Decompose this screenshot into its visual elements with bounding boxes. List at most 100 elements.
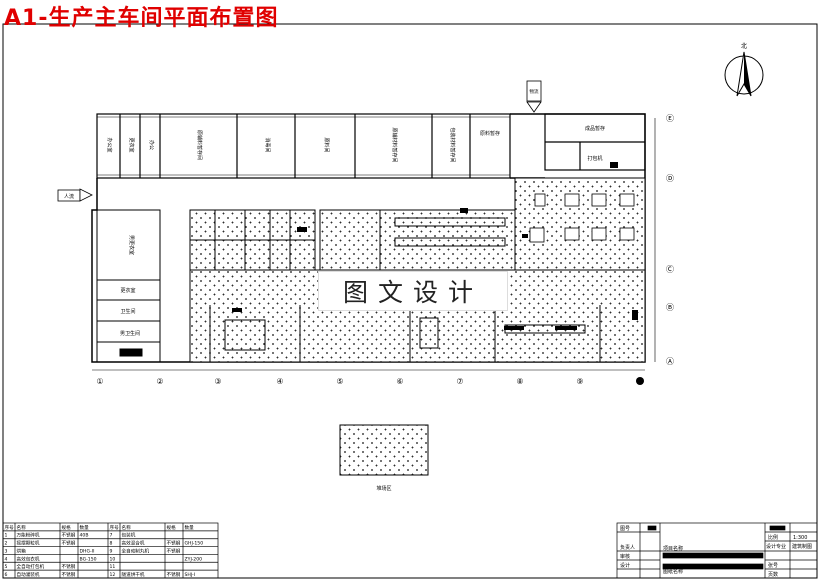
table-cell: 3	[5, 548, 8, 554]
left-room-labels: 更衣室 卫生间 男卫生间 男更衣室	[120, 235, 140, 337]
column-label-4: ④	[276, 377, 283, 386]
top-room-strip	[96, 113, 646, 179]
table-cell: 全自动打包机	[17, 563, 45, 570]
table-cell: SHJ-I	[185, 572, 196, 578]
table-cell: 不锈钢	[62, 571, 76, 578]
room-label-5: 消毒间	[264, 137, 271, 152]
table-cell: BG-150	[80, 556, 97, 562]
room-label-1: 办公室	[106, 137, 113, 152]
room-label-2: 更衣室	[128, 137, 135, 152]
table-cell: 40B	[80, 533, 89, 539]
tb-scale-label: 比例	[768, 534, 778, 541]
compass-north-label: 北	[741, 42, 747, 50]
equipment-squares	[529, 193, 635, 243]
table-header-cell: 序号	[110, 524, 120, 531]
tb-design-label: 设计	[620, 562, 630, 569]
north-compass: 北	[724, 42, 764, 97]
table-cell: 高效混合机	[122, 540, 145, 547]
room-label-6: 原料间	[323, 137, 330, 152]
table-header-cell: 数量	[80, 524, 90, 531]
table-cell: 5	[5, 564, 8, 570]
table-cell: 不锈钢	[62, 540, 76, 547]
table-cell: GHJ-150	[185, 541, 204, 547]
tb-project-label: 项目名称	[663, 545, 683, 552]
table-header-cell: 名称	[122, 524, 132, 531]
column-label-9: ⑨	[576, 377, 583, 386]
column-axis-labels: ① ② ③ ④ ⑤ ⑥ ⑦ ⑧ ⑨	[96, 377, 583, 386]
table-cell: 包装机	[122, 532, 136, 539]
table-cell: 全自动制丸机	[122, 547, 150, 554]
left-room-label-2: 卫生间	[120, 308, 135, 315]
row-label-1: Ⓔ	[666, 114, 674, 123]
grid-axes	[92, 118, 656, 371]
room-label-9: 原料暂存	[480, 130, 500, 137]
people-entrance: 人流	[57, 188, 93, 202]
top-room-labels: 办公室 更衣室 办公 原辅料暂存间 消毒间 原料间 原辅材料暂存间 包装材料暂存…	[106, 125, 605, 163]
column-label-1: ①	[96, 377, 103, 386]
column-label-6: ⑥	[396, 377, 403, 386]
table-cell: 不锈钢	[167, 540, 181, 547]
room-label-11: 打包机	[587, 155, 602, 162]
goods-entrance-label: 物流	[530, 88, 539, 95]
row-label-5: Ⓐ	[666, 357, 674, 366]
axis-end-marker	[636, 377, 644, 385]
table-cell: 1	[5, 533, 8, 539]
goods-entrance: 物流	[526, 80, 542, 113]
table-cell: 8	[110, 541, 113, 547]
table-cell: 不锈钢	[167, 571, 181, 578]
table-cell: 不锈钢	[62, 532, 76, 539]
table-header-cell: 规格	[167, 524, 177, 531]
tb-check-label: 审核	[620, 553, 630, 560]
table-cell: 10	[110, 556, 116, 562]
remote-area-label: 堆场区	[376, 485, 391, 492]
row-label-4: Ⓑ	[666, 303, 674, 312]
tb-sheet-label: 张号	[768, 562, 778, 569]
table-cell: 不锈钢	[62, 563, 76, 570]
left-room-label-4: 男更衣室	[128, 235, 135, 255]
row-label-2: Ⓓ	[666, 174, 674, 183]
table-cell: 4	[5, 556, 8, 562]
row-label-3: Ⓒ	[666, 265, 674, 274]
column-label-2: ②	[156, 377, 163, 386]
column-label-3: ③	[214, 377, 221, 386]
drawing-border	[2, 23, 818, 579]
table-cell: 隧道烘干机	[122, 571, 145, 578]
column-label-7: ⑦	[456, 377, 463, 386]
title-block	[616, 522, 818, 579]
watermark-banner: 图文设计	[318, 271, 508, 311]
table-cell: 不锈钢	[167, 547, 181, 554]
drawing-title: A1-生产主车间平面布置图	[4, 6, 279, 31]
table-cell: DHG-II	[80, 548, 95, 554]
table-header-cell: 序号	[5, 524, 15, 531]
tb-fig-no-label: 图号	[620, 526, 630, 532]
table-cell: 2	[5, 541, 8, 547]
table-cell: 摇摆颗粒机	[17, 540, 40, 547]
room-label-10: 成品暂存	[585, 125, 605, 132]
table-cell: 高效包衣机	[17, 555, 40, 562]
table-cell: 烘箱	[17, 547, 27, 554]
table-cell: 9	[110, 548, 113, 554]
table-cell: 12	[110, 572, 116, 578]
tb-major-value: 建筑制图	[792, 543, 812, 550]
room-label-4: 原辅料暂存间	[196, 130, 203, 160]
table-cell: 自动灌装机	[17, 571, 40, 578]
table-cell: 6	[5, 572, 8, 578]
black-equipment-marks	[232, 162, 638, 330]
room-label-8: 包装材料暂存间	[449, 127, 456, 162]
table-header-cell: 规格	[62, 524, 72, 531]
tb-drawing-label: 图纸名称	[663, 568, 683, 575]
column-label-5: ⑤	[336, 377, 343, 386]
people-entrance-label: 人流	[64, 193, 74, 200]
table-cell: 万能粉碎机	[17, 532, 40, 539]
table-header-cell: 名称	[17, 524, 27, 531]
table-header-cell: 数量	[185, 524, 195, 531]
row-axis-labels: Ⓔ Ⓓ Ⓒ Ⓑ Ⓐ	[666, 114, 674, 366]
room-label-3: 办公	[148, 140, 155, 150]
tb-scale-value: 1:300	[793, 535, 807, 541]
tb-major-label: 设计专业	[766, 543, 786, 550]
room-label-7: 原辅材料暂存间	[391, 127, 398, 162]
left-room-label-1: 更衣室	[120, 287, 135, 294]
table-cell: 7	[110, 533, 113, 539]
tb-page-label: 页数	[768, 571, 778, 578]
